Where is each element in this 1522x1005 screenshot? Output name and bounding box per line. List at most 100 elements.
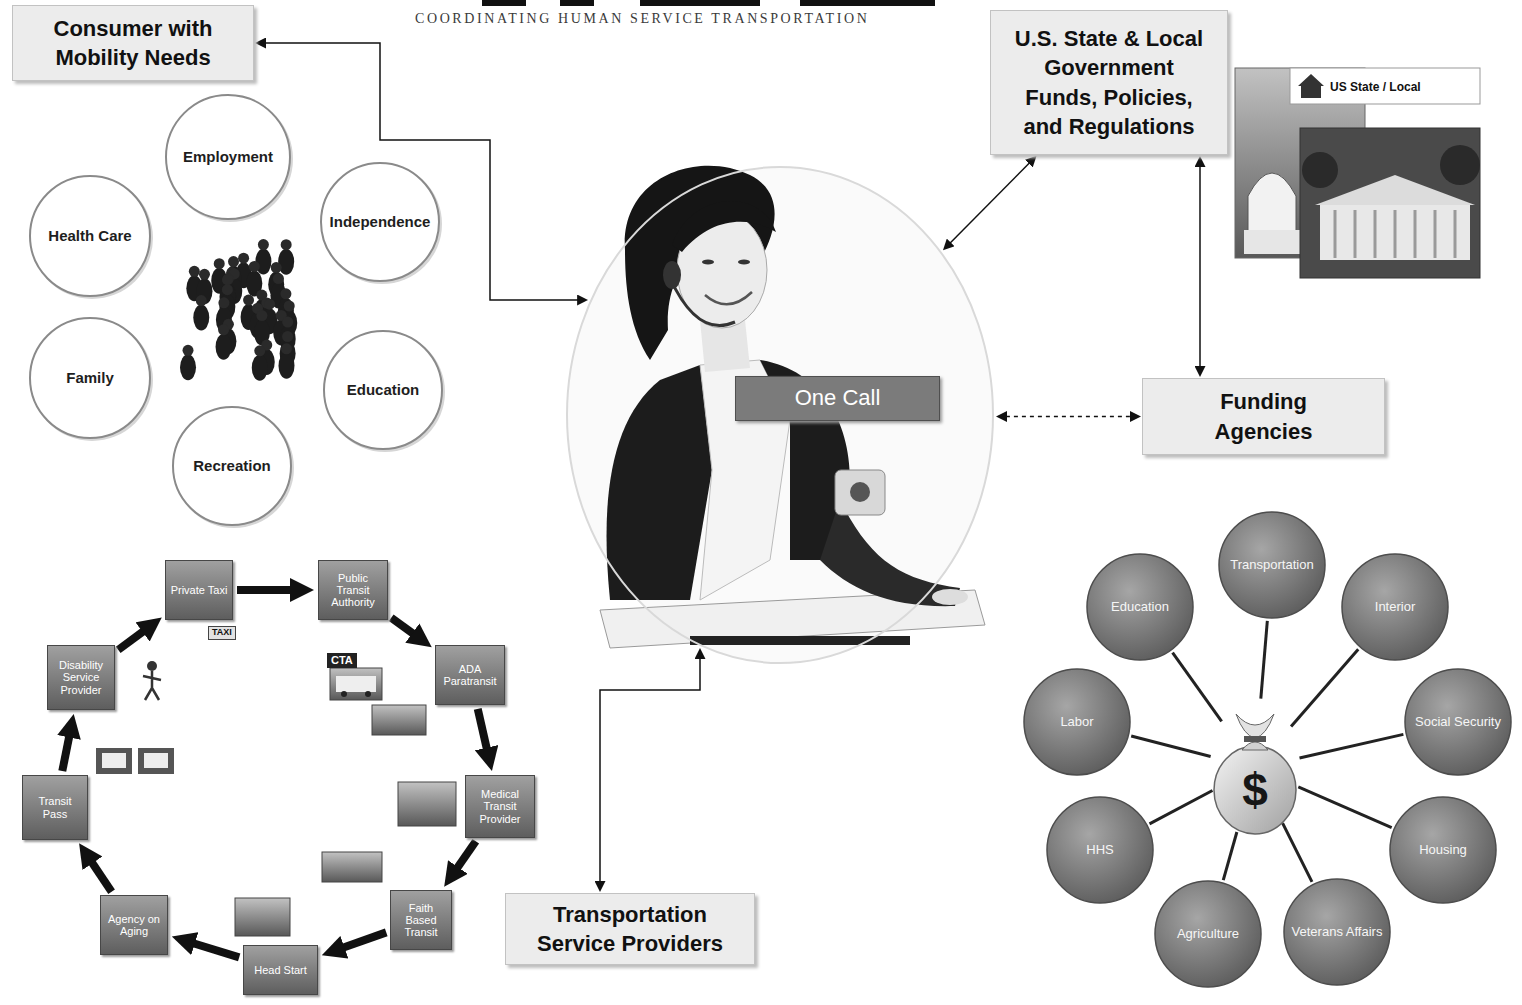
node-label: Interior bbox=[1375, 599, 1415, 615]
call-center: One Call bbox=[565, 165, 995, 665]
provider-photos-part bbox=[147, 661, 157, 671]
provider-photos-part bbox=[96, 748, 132, 774]
consumer-box: Consumer with Mobility Needs bbox=[12, 5, 254, 81]
operator-figure-part bbox=[670, 278, 735, 326]
logo-fragment bbox=[482, 0, 935, 6]
cycle-arrow bbox=[91, 861, 111, 891]
government-photo-part bbox=[1244, 230, 1300, 254]
need-circle: Education bbox=[321, 328, 445, 452]
need-circle: Independence bbox=[318, 160, 442, 284]
provider-photos-part bbox=[235, 898, 290, 936]
spoke-line bbox=[1223, 832, 1237, 880]
connector-arrow bbox=[1199, 166, 1201, 367]
operator-figure-part bbox=[625, 166, 775, 360]
node-label: Housing bbox=[1419, 842, 1467, 858]
circle-outline bbox=[1087, 554, 1193, 660]
node-label: Employment bbox=[183, 148, 273, 166]
circle-outline bbox=[173, 407, 291, 525]
circle-outline bbox=[321, 163, 439, 281]
agency-circle: Agriculture bbox=[1154, 880, 1262, 988]
node-label: Transportation bbox=[1230, 557, 1313, 573]
operator-figure-part bbox=[820, 500, 960, 606]
crowd-head bbox=[281, 343, 292, 354]
provider-photos-part bbox=[336, 676, 376, 692]
cycle-arrow bbox=[342, 932, 386, 948]
node-label: Independence bbox=[330, 213, 431, 231]
need-circle: Health Care bbox=[27, 173, 153, 299]
spoke-line bbox=[1291, 649, 1358, 726]
crowd-head bbox=[254, 345, 265, 356]
crowd-head bbox=[214, 258, 225, 269]
call-badge: One Call bbox=[735, 376, 940, 421]
government-photo-part bbox=[1248, 173, 1296, 232]
agency-circle: Housing bbox=[1389, 796, 1497, 904]
need-circle: Employment bbox=[163, 92, 293, 222]
node-label: Disability Service Provider bbox=[51, 659, 111, 696]
spoke-line bbox=[1173, 653, 1222, 722]
logo-fragment-part bbox=[800, 0, 935, 6]
cycle-arrow bbox=[192, 943, 239, 957]
circle-outline bbox=[1155, 881, 1261, 987]
operator-figure-part bbox=[850, 482, 870, 502]
provider-box: Transit Pass bbox=[22, 775, 88, 840]
logo-caption: US State / Local bbox=[1330, 77, 1421, 95]
node-label: Transportation Service Providers bbox=[516, 900, 744, 958]
circle-shadow bbox=[174, 408, 294, 528]
cycle-arrow bbox=[391, 618, 414, 635]
circle-shadow bbox=[322, 164, 442, 284]
circle-outline bbox=[166, 95, 290, 219]
circle-outline bbox=[1284, 879, 1390, 985]
crowd-head bbox=[256, 310, 267, 321]
crowd-head bbox=[258, 239, 269, 250]
spoke-line bbox=[1131, 736, 1210, 757]
circle-outline bbox=[30, 318, 150, 438]
node-label: Faith Based Transit bbox=[394, 902, 448, 939]
agency-circle: Social Security bbox=[1404, 668, 1512, 776]
crowd-head bbox=[249, 261, 260, 272]
provider-photos-part bbox=[330, 668, 382, 700]
government-photo-part bbox=[1320, 205, 1470, 260]
circle-outline bbox=[1342, 554, 1448, 660]
crowd-person bbox=[180, 354, 196, 380]
node-label: U.S. State & Local Government Funds, Pol… bbox=[1009, 24, 1209, 140]
node-label: $ bbox=[1242, 767, 1268, 813]
operator-figure-part bbox=[702, 260, 714, 265]
crowd-head bbox=[183, 345, 194, 356]
node-label: Public Transit Authority bbox=[322, 572, 384, 609]
node-label: Health Care bbox=[48, 227, 131, 245]
node-label: Education bbox=[1111, 599, 1169, 615]
crowd-head bbox=[228, 256, 239, 267]
crowd-head bbox=[273, 273, 284, 284]
cycle-arrow bbox=[237, 586, 292, 594]
operator-figure-part bbox=[672, 201, 776, 252]
circle-outline bbox=[1024, 669, 1130, 775]
node-label: Labor bbox=[1060, 714, 1093, 730]
government-box: U.S. State & Local Government Funds, Pol… bbox=[990, 10, 1228, 155]
node-label: Recreation bbox=[193, 457, 271, 475]
halo-outline bbox=[567, 167, 993, 663]
operator-figure bbox=[567, 166, 993, 663]
label-text: CTA bbox=[327, 653, 357, 668]
crowd-person bbox=[252, 355, 268, 381]
node-label: Transit Pass bbox=[26, 795, 84, 820]
government-photo-part bbox=[1300, 128, 1480, 278]
need-circle: Recreation bbox=[170, 404, 294, 528]
circle-outline bbox=[324, 331, 442, 449]
provider-box: Head Start bbox=[243, 945, 318, 995]
bag-neck bbox=[1242, 742, 1268, 750]
provider-box: Medical Transit Provider bbox=[465, 775, 535, 838]
provider-photos-part bbox=[341, 691, 347, 697]
node-label: Agriculture bbox=[1177, 926, 1239, 942]
provider-photos-part bbox=[372, 705, 426, 735]
bag-body bbox=[1214, 746, 1296, 834]
logo-fragment-part bbox=[640, 0, 760, 6]
crowd-head bbox=[196, 295, 207, 306]
circle-outline bbox=[1219, 512, 1325, 618]
node-label: Head Start bbox=[254, 964, 307, 976]
provider-box: Public Transit Authority bbox=[318, 560, 388, 620]
spoke-line bbox=[1261, 621, 1268, 699]
government-photo-part bbox=[1298, 74, 1324, 98]
provider-box: Private Taxi bbox=[165, 560, 233, 620]
